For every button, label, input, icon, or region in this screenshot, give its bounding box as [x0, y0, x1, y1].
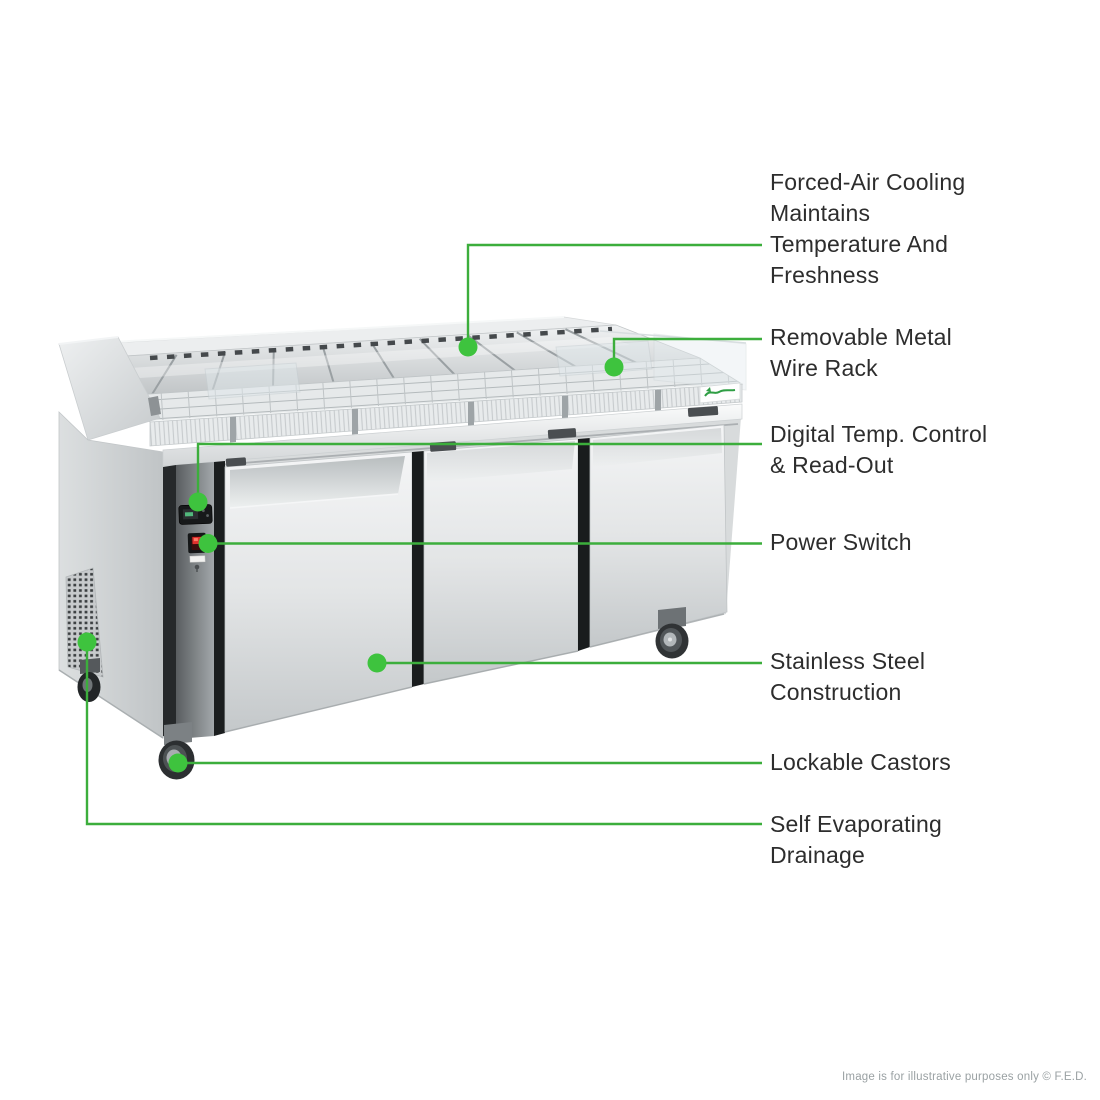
glass-dividers [204, 330, 747, 400]
callout-label-self-evaporating-drainage: Self Evaporating Drainage [770, 811, 942, 868]
door-right-recess [593, 428, 722, 467]
disclaimer-text: Image is for illustrative purposes only … [842, 1071, 1087, 1083]
dot-digital-temp-control [188, 492, 208, 512]
door-gap-1 [412, 451, 424, 687]
front-corner-strip [163, 465, 176, 739]
door-left-handle-recess [230, 456, 405, 508]
dot-stainless-steel [367, 653, 387, 673]
dot-removable-wire-rack [604, 357, 624, 377]
right-castor [655, 607, 689, 659]
door-bottom-edges [224, 613, 725, 733]
rear-left-castor [77, 658, 101, 702]
door-lock-keyhole [194, 564, 200, 572]
cabinet [58, 403, 743, 780]
callout-label-stainless-steel: Stainless Steel Construction [770, 648, 926, 705]
control-column [176, 462, 214, 739]
callout-label-power-switch: Power Switch [770, 529, 912, 555]
top-salad-section [58, 316, 747, 447]
callout-label-forced-air-cooling: Forced-Air Cooling Maintains Temperature… [770, 169, 966, 288]
callout-dots [77, 337, 624, 773]
connector-self-evaporating-drainage [85, 642, 762, 826]
side-vent-grille [65, 567, 104, 678]
dot-forced-air-cooling [458, 337, 478, 357]
switch-label-plate [189, 555, 206, 563]
connector-digital-temp-control [196, 442, 762, 502]
rack-clamp [148, 396, 161, 416]
brand-logo [699, 382, 741, 404]
column-right-strip [214, 461, 225, 736]
fascia-divider-posts [230, 389, 661, 443]
callout-label-removable-wire-rack: Removable Metal Wire Rack [770, 324, 952, 381]
dot-power-switch [198, 534, 218, 553]
dot-lockable-castors [168, 753, 188, 773]
top-front-fascia [149, 383, 743, 447]
doors [224, 424, 728, 733]
digital-temp-controller [178, 504, 213, 525]
callout-label-digital-temp-control: Digital Temp. Control & Read-Out [770, 421, 988, 478]
counter-edge [162, 403, 743, 467]
dot-self-evaporating-drainage [77, 632, 97, 652]
door-right [589, 424, 728, 648]
connector-forced-air-cooling [466, 243, 762, 347]
door-middle-recess [427, 441, 575, 482]
callout-label-lockable-castors: Lockable Castors [770, 749, 951, 775]
